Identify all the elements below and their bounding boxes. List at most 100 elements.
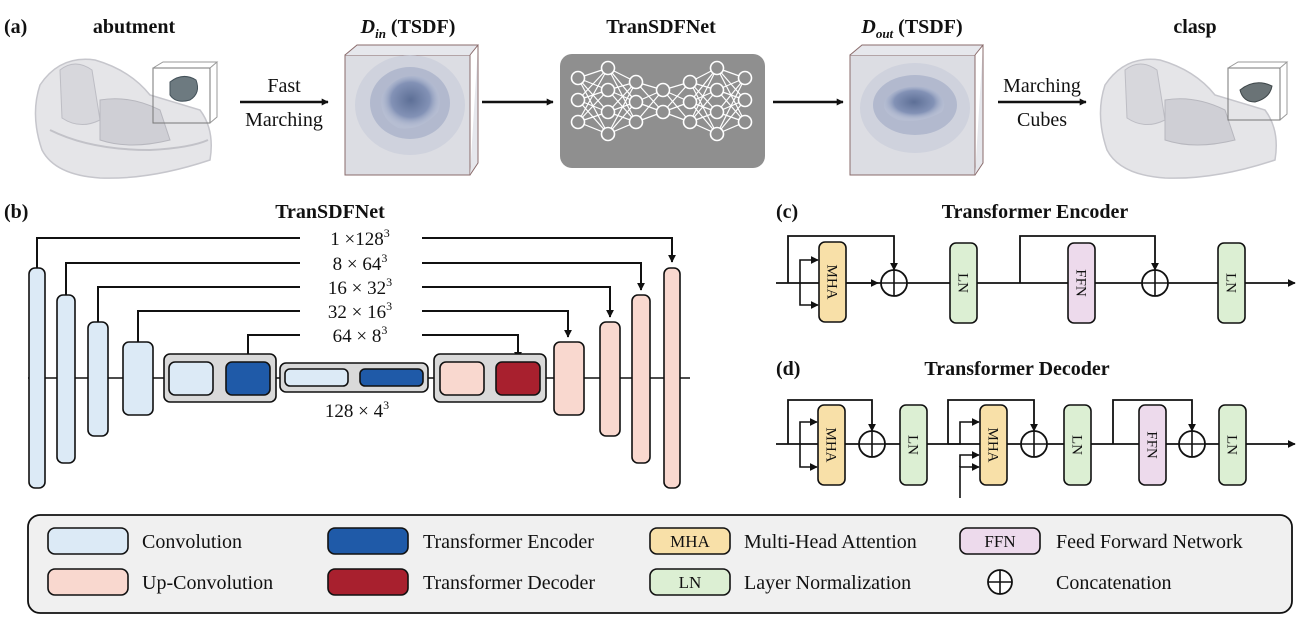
legend-ffn-label: Feed Forward Network <box>1056 531 1243 553</box>
nn-node <box>709 126 725 142</box>
nn-node <box>655 104 671 120</box>
bottleneck-conv <box>284 368 349 387</box>
legend-mha-label: Multi-Head Attention <box>744 531 917 553</box>
nn-node <box>682 74 698 90</box>
nn-node <box>682 114 698 130</box>
legend-mha-chip-text: MHA <box>670 532 710 551</box>
nn-edge <box>689 81 718 135</box>
decoder-mha-1 <box>817 404 846 486</box>
bottleneck-group <box>279 362 429 393</box>
neural-network-icon <box>570 60 753 142</box>
encoder-group-conv <box>168 361 214 396</box>
nn-edge <box>716 77 746 113</box>
decoder-mha-2 <box>979 404 1008 486</box>
legend-ln-chip-text: LN <box>679 573 702 592</box>
nn-node <box>628 74 644 90</box>
net-icon-box <box>560 54 765 168</box>
panel-d-label: (d) <box>776 358 800 380</box>
skip-label-2: 8 × 643 <box>333 251 388 275</box>
marching-cubes-label-1: Marching <box>1003 75 1081 97</box>
encoder-ln-2 <box>1217 242 1246 324</box>
panel-b-title: TranSDFNet <box>275 201 385 223</box>
skip-label-3: 16 × 323 <box>328 275 392 299</box>
marching-cubes-label-2: Cubes <box>1017 109 1067 131</box>
encoder-group-transformer-encoder <box>225 361 271 396</box>
nn-node <box>600 82 616 98</box>
nn-edge <box>716 99 746 135</box>
nn-node <box>737 114 753 130</box>
decoder-mha-2-label: MHA <box>985 427 1001 462</box>
decoder-ffn-block <box>1138 404 1167 486</box>
transformer-encoder-diagram: MHA LN FFN LN <box>776 235 1296 324</box>
conv-block-4 <box>122 341 154 416</box>
nn-node <box>737 70 753 86</box>
nn-node <box>655 82 671 98</box>
decoder-group-upconv <box>439 361 485 396</box>
legend-conv-chip <box>47 527 129 555</box>
panel-c-label: (c) <box>776 201 798 223</box>
nn-edge <box>577 89 609 123</box>
nn-node <box>570 114 586 130</box>
upconv-block-3 <box>599 321 621 437</box>
nn-node <box>600 60 616 76</box>
conv-block-1 <box>28 267 46 489</box>
skip-label-1: 1 ×1283 <box>330 226 389 250</box>
fast-marching-label-2: Marching <box>245 109 323 131</box>
encoder-ln-1-label: LN <box>955 273 971 293</box>
decoder-ln-2 <box>1063 404 1092 486</box>
abutment-title: abutment <box>93 16 176 38</box>
panel-d-title: Transformer Decoder <box>924 358 1109 380</box>
nn-edge <box>577 67 609 101</box>
nn-edge <box>607 67 637 103</box>
decoder-ln-3 <box>1218 404 1247 486</box>
panel-b-label: (b) <box>4 201 28 223</box>
din-tsdf-cube <box>344 44 480 176</box>
legend-ffn-chip-text: FFN <box>984 532 1015 551</box>
encoder-conv-blocks <box>28 267 154 489</box>
legend-conv-label: Convolution <box>142 531 242 553</box>
skip-label-4: 32 × 163 <box>328 299 392 323</box>
encoder-ffn-block <box>1067 242 1096 324</box>
legend-transformer-decoder-chip <box>327 568 409 596</box>
decoder-ln-3-label: LN <box>1224 435 1240 455</box>
encoder-group <box>163 353 277 403</box>
nn-edge <box>577 67 609 123</box>
nn-node <box>600 126 616 142</box>
fast-marching-label-1: Fast <box>267 75 301 97</box>
nn-node <box>709 82 725 98</box>
bottleneck-label: 128 × 43 <box>325 398 389 422</box>
legend-transformer-encoder-chip <box>327 527 409 555</box>
panel-c-title: Transformer Encoder <box>942 201 1129 223</box>
decoder-ffn-label: FFN <box>1144 431 1160 459</box>
dout-title: Dout (TSDF) <box>860 16 962 41</box>
transformer-decoder-diagram: MHA LN MHA LN FFN LN <box>776 399 1296 498</box>
skip-labels: 1 ×1283 8 × 643 16 × 323 32 × 163 64 × 8… <box>300 226 422 347</box>
clasp-jaw-image <box>1099 58 1289 179</box>
encoder-ln-1 <box>949 242 978 324</box>
conv-block-2 <box>56 294 76 464</box>
nn-node <box>628 114 644 130</box>
decoder-ln-1-label: LN <box>905 435 921 455</box>
legend-concat-icon <box>987 569 1013 595</box>
legend-transformer-decoder-label: Transformer Decoder <box>423 572 595 594</box>
nn-edge <box>607 81 637 135</box>
legend-transformer-encoder-label: Transformer Encoder <box>423 531 594 553</box>
decoder-ln-1 <box>899 404 928 486</box>
nn-node <box>737 92 753 108</box>
decoder-group <box>433 353 547 403</box>
legend-mha-chip <box>649 527 731 555</box>
nn-edge <box>716 77 746 135</box>
legend: Convolution Transformer Encoder MHA Mult… <box>27 514 1293 614</box>
upconv-block-4 <box>553 341 585 416</box>
legend-upconv-chip <box>47 568 129 596</box>
bottleneck-transformer-encoder <box>359 368 424 387</box>
net-title: TranSDFNet <box>606 16 716 38</box>
din-title: Din (TSDF) <box>360 16 456 41</box>
decoder-upconv-blocks <box>553 267 681 489</box>
nn-node <box>682 94 698 110</box>
nn-node <box>709 60 725 76</box>
encoder-ln-2-label: LN <box>1223 273 1239 293</box>
skip-label-5: 64 × 83 <box>333 323 388 347</box>
